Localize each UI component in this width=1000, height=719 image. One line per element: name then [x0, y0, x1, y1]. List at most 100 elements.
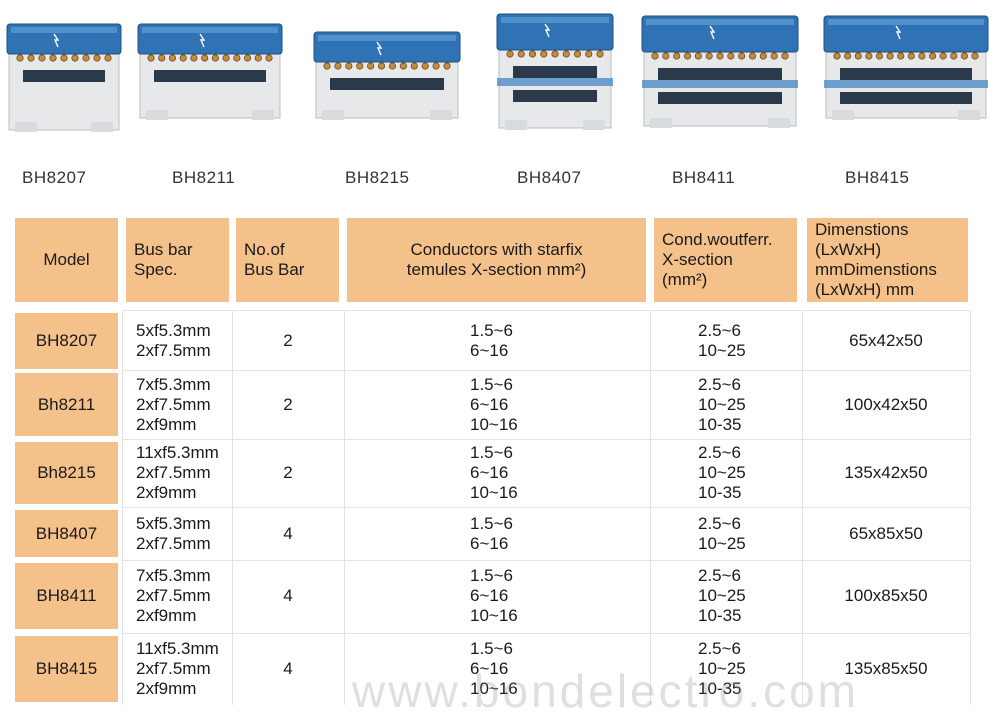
cell-dims: 65x85x50	[802, 510, 970, 557]
cell-cond: 2.5~6 10~25 10-35	[650, 563, 802, 629]
column-divider	[970, 310, 971, 705]
cell-text: 1.5~6 6~16 10~16	[470, 374, 518, 434]
cell-cond: 2.5~6 10~25	[650, 313, 802, 369]
header-label: Model	[43, 250, 90, 269]
cell-no: 2	[232, 313, 344, 369]
cell-cond: 2.5~6 10~25 10-35	[650, 373, 802, 436]
cell-text: 1.5~6 6~16 10~16	[470, 566, 518, 625]
cell-text: 1.5~6 6~16	[470, 321, 514, 360]
cell-text: 135x42x50	[844, 463, 928, 482]
row-model-cell: Bh8215	[15, 442, 118, 504]
cell-text: 7xf5.3mm 2xf7.5mm 2xf9mm	[136, 566, 211, 625]
cell-text: 1.5~6 6~16 10~16	[470, 639, 518, 698]
cell-spec: 11xf5.3mm 2xf7.5mm 2xf9mm	[122, 442, 232, 504]
cell-spec: 5xf5.3mm 2xf7.5mm	[122, 510, 232, 557]
cell-text: 2.5~6 10~25	[698, 513, 746, 553]
cell-text: 65x85x50	[849, 523, 923, 543]
product-label: BH8415	[845, 168, 910, 187]
header-spec: Bus bar Spec.	[126, 218, 229, 302]
column-divider	[122, 310, 123, 705]
product-label: BH8211	[172, 168, 236, 187]
cell-text: 135x85x50	[844, 659, 928, 678]
product-label: BH8407	[517, 168, 582, 187]
cell-no: 4	[232, 563, 344, 629]
cell-spec: 7xf5.3mm 2xf7.5mm 2xf9mm	[122, 373, 232, 436]
cell-text: 11xf5.3mm 2xf7.5mm 2xf9mm	[136, 443, 219, 502]
cell-spec: 11xf5.3mm 2xf7.5mm 2xf9mm	[122, 636, 232, 702]
header-dims: Dimenstions (LxWxH) mmDimenstions (LxWxH…	[807, 218, 968, 302]
terminal-block-image	[641, 15, 799, 128]
product-label: BH8215	[345, 168, 410, 187]
cell-conductors: 1.5~6 6~16 10~16	[344, 636, 650, 702]
cell-dims: 135x85x50	[802, 636, 970, 702]
product-bh8207	[5, 22, 123, 134]
cell-text: 5xf5.3mm 2xf7.5mm	[136, 513, 211, 553]
cell-conductors: 1.5~6 6~16 10~16	[344, 442, 650, 504]
header-cond: Cond.woutferr. X-section (mm²)	[654, 218, 797, 302]
row-divider	[122, 560, 970, 561]
row-model-cell: BH8407	[15, 510, 118, 557]
column-divider	[802, 310, 803, 705]
cell-dims: 100x42x50	[802, 373, 970, 436]
cell-no: 2	[232, 442, 344, 504]
cell-cond: 2.5~6 10~25 10-35	[650, 636, 802, 702]
cell-text: 2.5~6 10~25 10-35	[698, 374, 746, 434]
product-label: BH8411	[672, 168, 736, 187]
cell-text: 1.5~6 6~16	[470, 513, 514, 553]
row-model-cell: Bh8211	[15, 373, 118, 436]
header-conductors: Conductors with starfix temules X-sectio…	[347, 218, 646, 302]
cell-text: 2.5~6 10~25 10-35	[698, 566, 746, 625]
row-model-cell: BH8207	[15, 313, 118, 369]
cell-text: 2.5~6 10~25	[698, 321, 746, 360]
cell-conductors: 1.5~6 6~16 10~16	[344, 373, 650, 436]
terminal-block-image	[496, 13, 614, 130]
column-divider	[344, 310, 345, 705]
cell-spec: 5xf5.3mm 2xf7.5mm	[122, 313, 232, 369]
cell-text: 5xf5.3mm 2xf7.5mm	[136, 321, 211, 360]
header-no: No.of Bus Bar	[236, 218, 339, 302]
cell-dims: 135x42x50	[802, 442, 970, 504]
cell-text: 2	[283, 394, 293, 414]
cell-text: 2.5~6 10~25 10-35	[698, 639, 746, 698]
row-divider	[122, 310, 970, 311]
header-label: Dimenstions (LxWxH) mmDimenstions (LxWxH…	[815, 220, 937, 299]
product-bh8215	[312, 30, 462, 122]
header-label: Conductors with starfix temules X-sectio…	[406, 240, 587, 279]
terminal-block-image	[137, 23, 283, 120]
cell-text: 1.5~6 6~16 10~16	[470, 443, 518, 502]
cell-text: 4	[283, 659, 293, 678]
cell-text: 2	[283, 463, 293, 482]
product-label: BH8207	[22, 168, 87, 187]
cell-conductors: 1.5~6 6~16	[344, 510, 650, 557]
row-divider	[122, 439, 970, 440]
product-bh8415	[822, 14, 990, 122]
cell-spec: 7xf5.3mm 2xf7.5mm 2xf9mm	[122, 563, 232, 629]
cell-text: 11xf5.3mm 2xf7.5mm 2xf9mm	[136, 639, 219, 698]
cell-no: 4	[232, 636, 344, 702]
product-bh8411	[640, 14, 800, 130]
cell-text: 4	[283, 523, 293, 543]
row-model-cell: BH8415	[15, 636, 118, 702]
row-model-cell: BH8411	[15, 563, 118, 629]
cell-text: 65x42x50	[849, 331, 923, 350]
header-label: No.of Bus Bar	[244, 240, 305, 279]
row-divider	[122, 633, 970, 634]
cell-text: 2	[283, 331, 293, 350]
terminal-block-image	[823, 15, 989, 120]
header-model: Model	[15, 218, 118, 302]
cell-conductors: 1.5~6 6~16 10~16	[344, 563, 650, 629]
product-bh8407	[495, 12, 615, 132]
terminal-block-image	[313, 31, 461, 120]
cell-cond: 2.5~6 10~25 10-35	[650, 442, 802, 504]
row-divider	[122, 507, 970, 508]
row-divider	[122, 370, 970, 371]
cell-dims: 100x85x50	[802, 563, 970, 629]
cell-dims: 65x42x50	[802, 313, 970, 369]
cell-text: 100x42x50	[844, 394, 928, 414]
cell-cond: 2.5~6 10~25	[650, 510, 802, 557]
cell-no: 2	[232, 373, 344, 436]
column-divider	[232, 310, 233, 705]
cell-text: 100x85x50	[844, 586, 928, 605]
cell-text: 7xf5.3mm 2xf7.5mm 2xf9mm	[136, 374, 211, 434]
header-label: Bus bar Spec.	[134, 240, 193, 279]
